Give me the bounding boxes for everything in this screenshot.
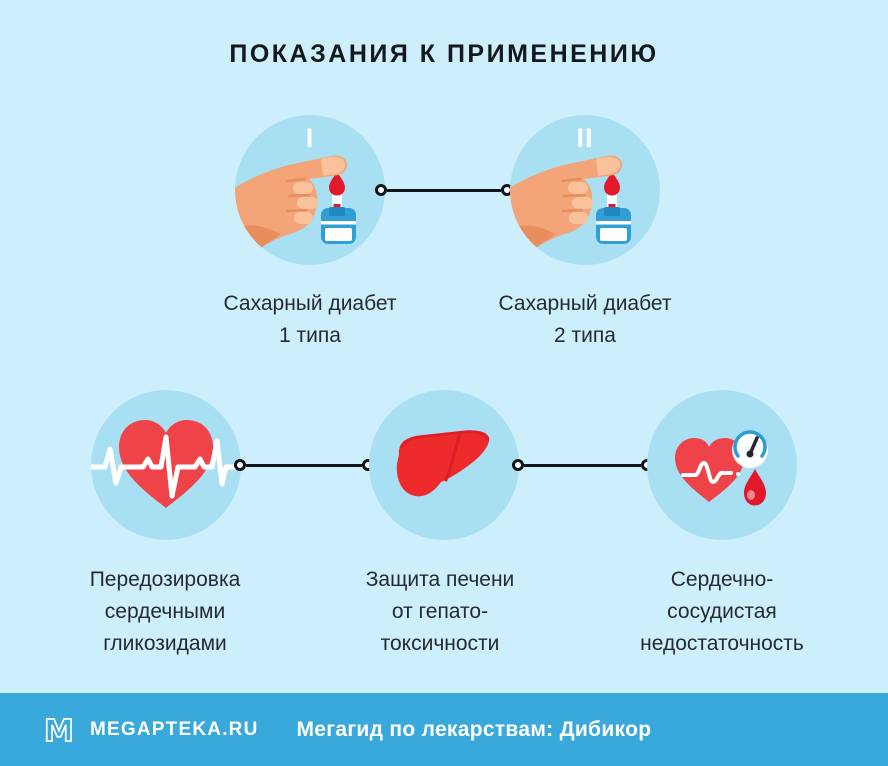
label-liver-protection: Защита печени от гепато- токсичности — [365, 568, 515, 655]
glycoside-overdose-icon — [91, 390, 241, 540]
connector-segment — [246, 463, 362, 467]
liver-icon — [396, 430, 490, 497]
label-glycoside-overdose: Передозировка сердечными гликозидами — [89, 568, 241, 655]
page-title: ПОКАЗАНИЯ К ПРИМЕНЕНИЮ — [229, 40, 659, 68]
pointing-hand-glucometer-icon — [235, 155, 356, 265]
connector-dot — [234, 459, 246, 471]
connector-dot — [375, 184, 387, 196]
roman-numeral-two: II — [576, 123, 594, 153]
svg-text:M: M — [44, 714, 74, 747]
megapteka-logo-icon: M — [43, 713, 75, 747]
brand-name: MEGAPTEKA.RU — [90, 718, 259, 740]
diabetes-type-2-icon: II — [510, 115, 660, 265]
liver-protection-icon — [369, 390, 519, 540]
label-diabetes-type-2: Сахарный диабет 2 типа — [498, 292, 672, 347]
connector-line — [375, 184, 513, 196]
heart-pressure-blood-drop-icon — [675, 430, 768, 506]
connector-dot — [512, 459, 524, 471]
connector-segment — [524, 463, 641, 467]
connector-segment — [387, 188, 501, 192]
roman-numeral-one: I — [305, 123, 315, 153]
diabetes-type-1-icon: I — [235, 115, 385, 265]
pointing-hand-glucometer-icon — [510, 155, 631, 265]
label-diabetes-type-1: Сахарный диабет 1 типа — [223, 292, 397, 347]
footer-bar: M MEGAPTEKA.RU Мегагид по лекарствам: Ди… — [0, 693, 888, 766]
connector-line — [234, 459, 374, 471]
footer-caption: Мегагид по лекарствам: Дибикор — [296, 717, 652, 741]
heart-ecg-icon — [91, 420, 241, 508]
label-cardiovascular-insufficiency: Сердечно- сосудистая недостаточность — [640, 568, 804, 655]
connector-line — [512, 459, 653, 471]
cardiovascular-insufficiency-icon — [647, 390, 797, 540]
